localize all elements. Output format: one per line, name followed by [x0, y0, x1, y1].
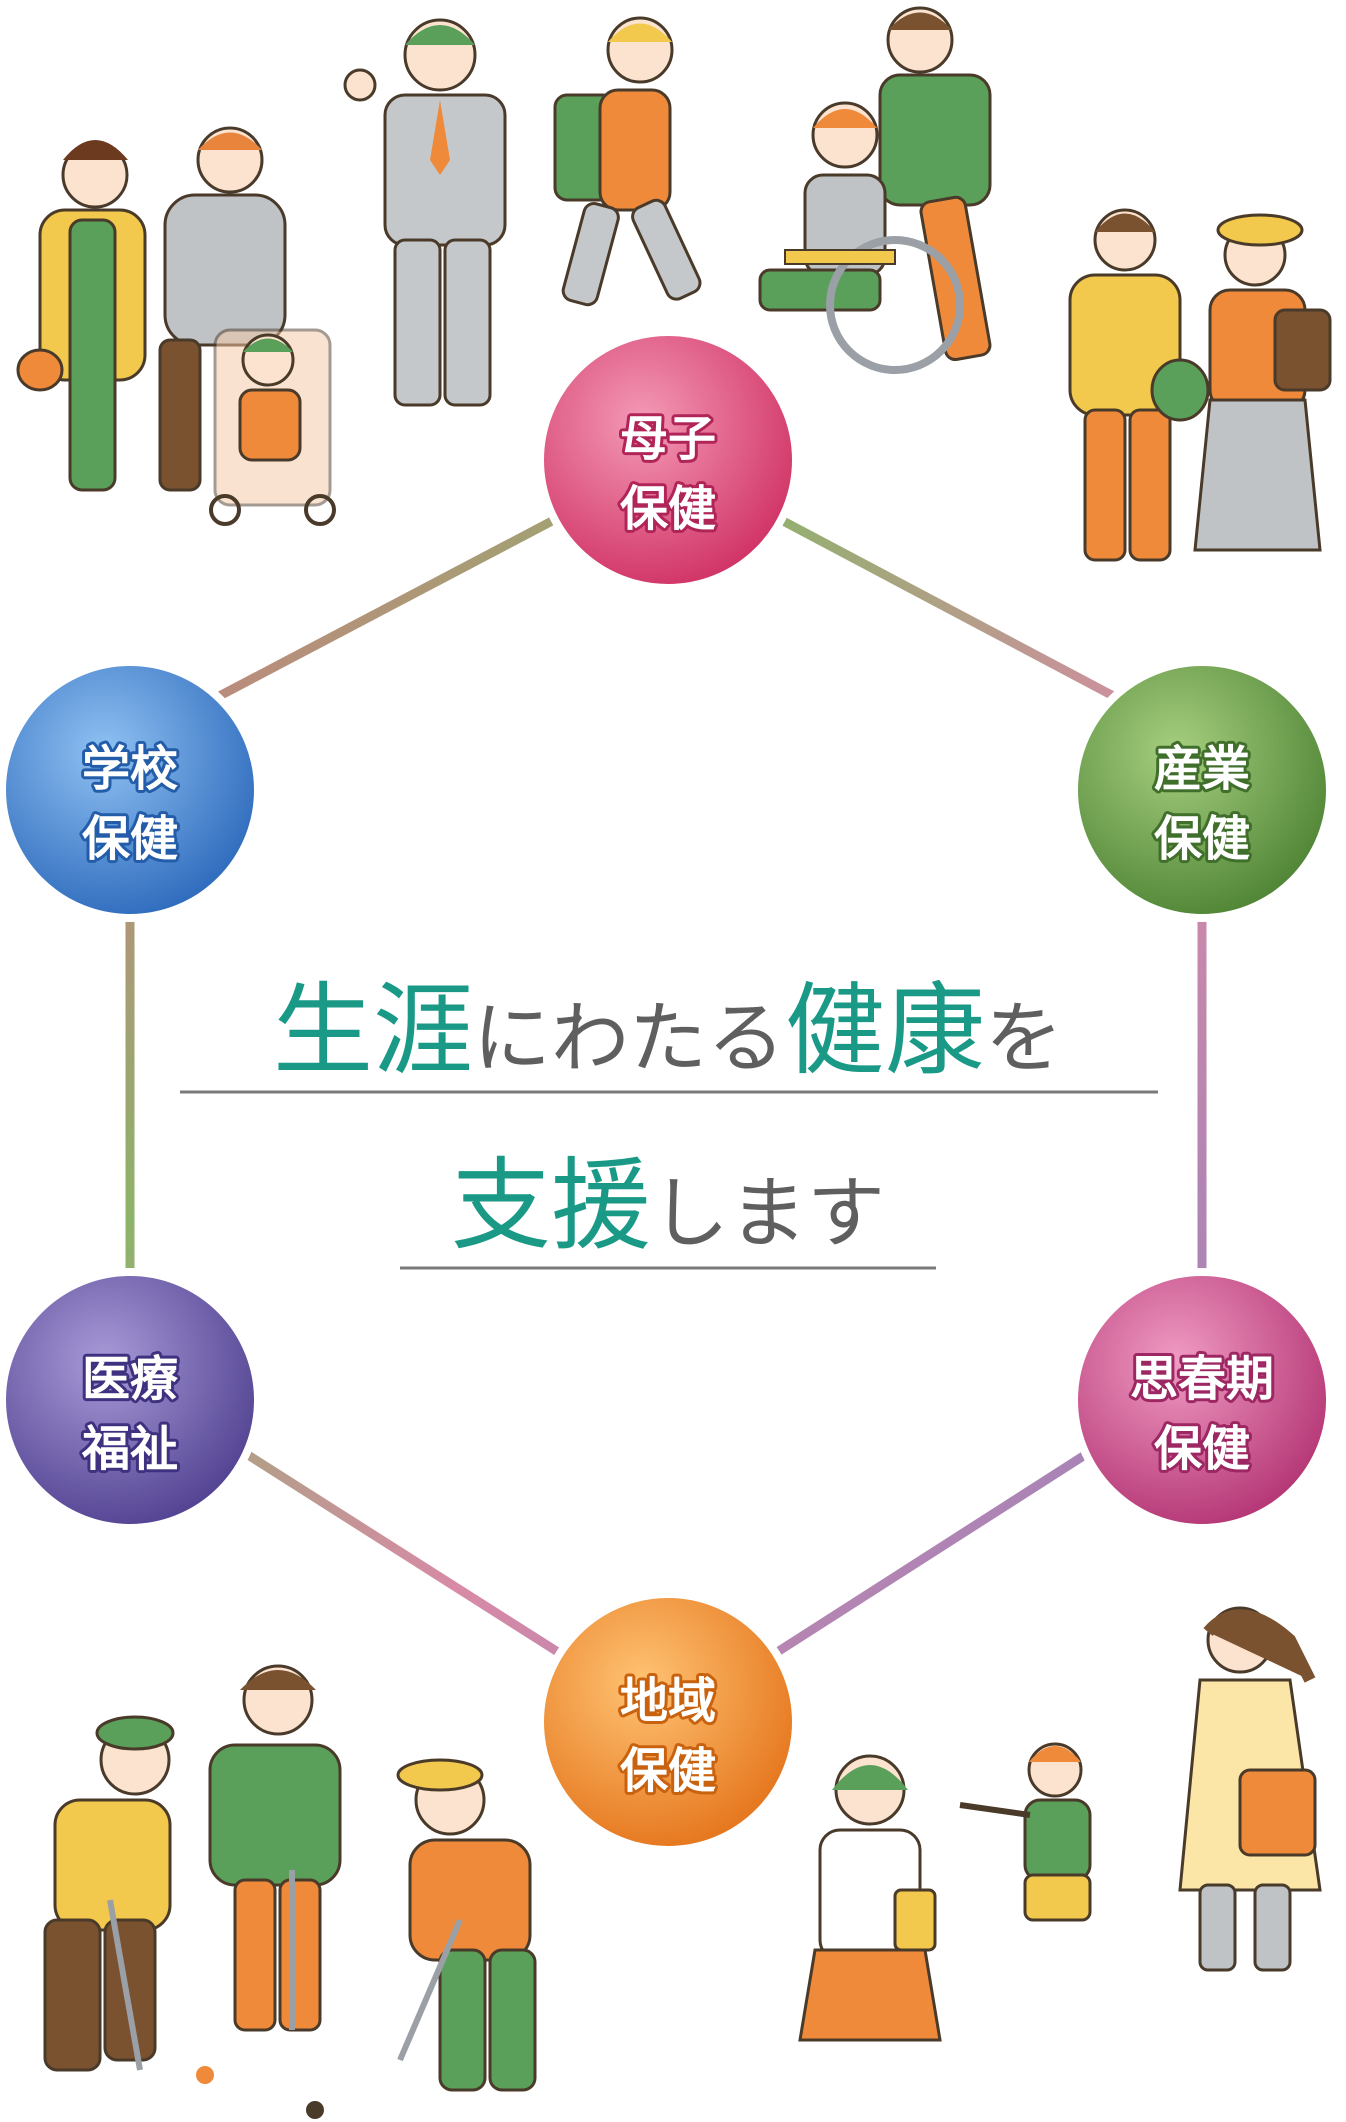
headline-accent-support: 支援	[451, 1147, 651, 1264]
node-gakko-line2: 保健	[82, 811, 178, 867]
node-iryo-line2: 福祉	[81, 1421, 178, 1477]
headline-plain-2: を	[985, 994, 1063, 1084]
headline-plain-support: します	[651, 1169, 885, 1259]
student-child-mother-icon	[798, 1606, 1322, 2042]
node-boshi-line2: 保健	[620, 481, 716, 537]
node-iryo-line1: 医療	[82, 1351, 178, 1407]
node-shishunki: 思春期 保健	[1070, 1268, 1334, 1532]
node-shishunki-line2: 保健	[1154, 1421, 1250, 1477]
node-chiiki: 地域 保健	[536, 1590, 800, 1854]
headline-accent-3: 健康	[785, 972, 985, 1089]
node-chiiki-line2: 保健	[620, 1743, 716, 1799]
node-gakko-line1: 学校	[82, 741, 178, 797]
headline-accent-2: 涯	[373, 972, 473, 1089]
node-sangyo-line1: 産業	[1154, 741, 1250, 797]
node-chiiki-line1: 地域	[620, 1673, 716, 1729]
node-boshi: 母子 保健	[536, 328, 800, 592]
node-iryo: 医療 福祉	[0, 1268, 262, 1532]
schoolchild-icon	[553, 16, 702, 307]
mother-with-stroller-icon	[16, 126, 336, 526]
elderly-gateball-players-icon	[43, 1664, 537, 2119]
headline-line1: 生涯にわたる健康を	[273, 972, 1063, 1089]
businessman-icon	[343, 18, 507, 407]
headline: 生涯にわたる健康を 支援します	[180, 972, 1158, 1270]
wheelchair-caregiver-icon	[758, 6, 992, 374]
headline-line2: 支援します	[451, 1147, 885, 1264]
node-sangyo: 産業 保健	[1070, 658, 1334, 922]
headline-plain-1: にわたる	[473, 994, 785, 1084]
node-sangyo-line2: 保健	[1154, 811, 1250, 867]
node-shishunki-line1: 思春期	[1130, 1351, 1274, 1407]
headline-accent-1: 生	[273, 972, 373, 1089]
node-boshi-line1: 母子	[620, 411, 716, 467]
two-women-shopping-icon	[1068, 208, 1332, 562]
node-gakko: 学校 保健	[0, 658, 262, 922]
